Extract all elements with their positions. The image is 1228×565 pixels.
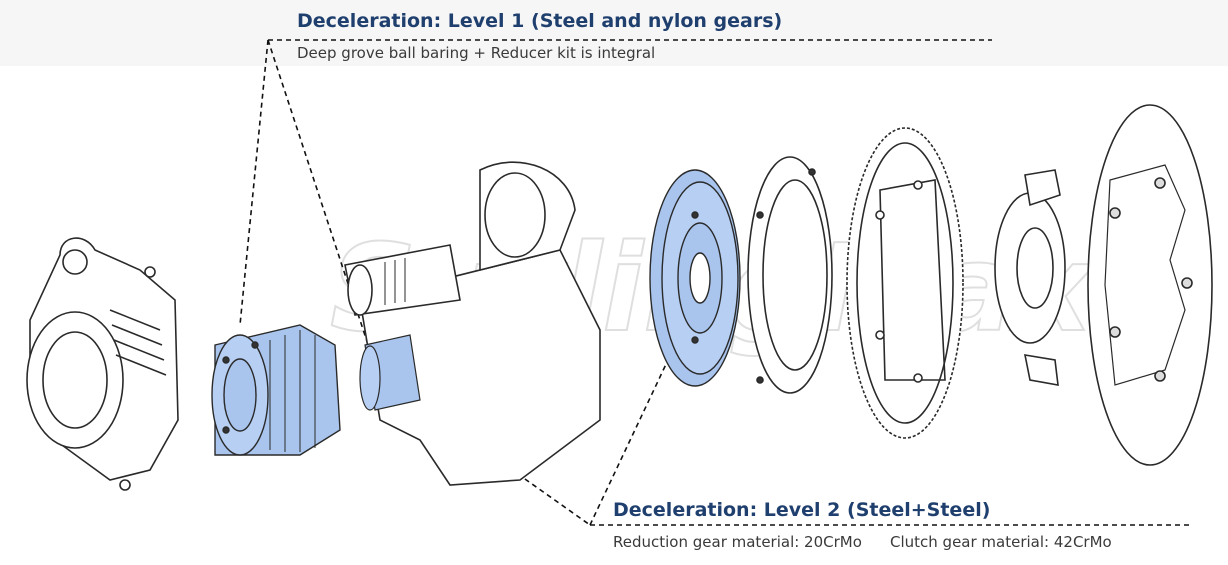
motor-cover [26, 237, 179, 491]
callout-lines [239, 39, 1190, 526]
level2-reduction-gear: Reduction gear material: 20CrMo [613, 533, 862, 551]
level1-leader-right [267, 39, 379, 376]
motor-housing [344, 161, 601, 486]
reducer-kit-level1 [211, 324, 341, 456]
level2-title: Deceleration: Level 2 (Steel+Steel) [613, 499, 991, 521]
level2-leader [589, 359, 669, 526]
crank-spider [994, 169, 1066, 386]
level1-title: Deceleration: Level 1 (Steel and nylon g… [297, 10, 783, 32]
level1-description: Deep grove ball baring + Reducer kit is … [297, 44, 656, 62]
pinion-gear [359, 334, 421, 411]
reduction-gear-level2 [649, 169, 741, 387]
level1-leader-left [239, 39, 269, 326]
header-band [0, 0, 1228, 66]
chain-guard-disc [1087, 104, 1213, 466]
chainring [846, 127, 964, 439]
clutch-ring [747, 156, 833, 394]
level2-clutch-gear: Clutch gear material: 42CrMo [890, 533, 1112, 551]
